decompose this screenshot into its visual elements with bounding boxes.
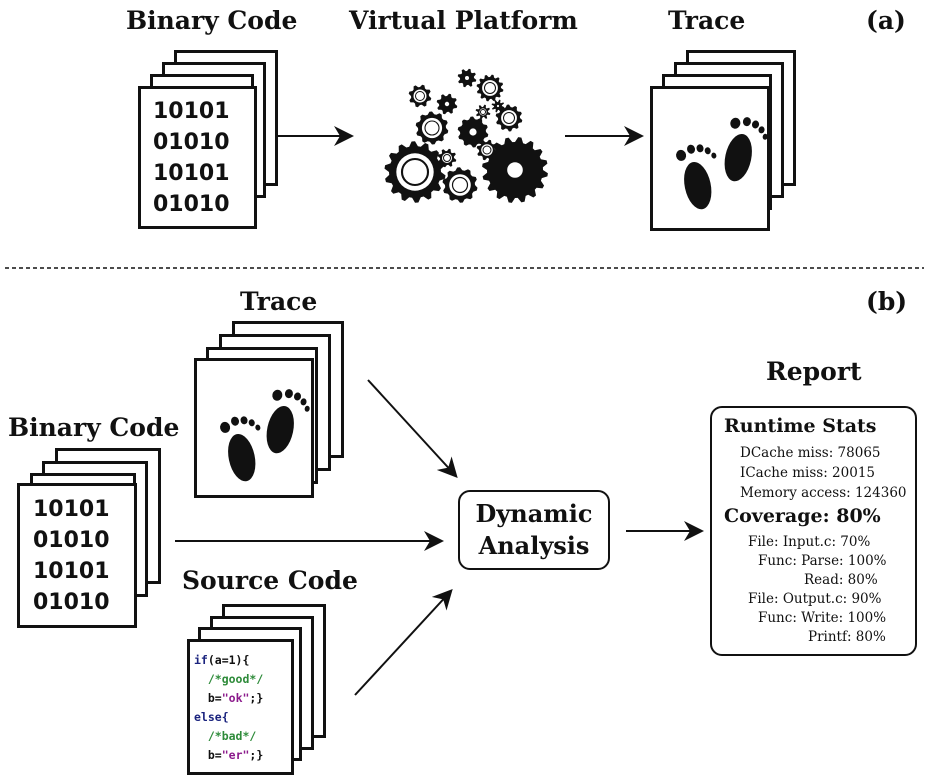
- gear-4-inner-ring: [424, 120, 440, 136]
- report-memory: Memory access: 124360: [740, 485, 907, 501]
- report-file-output: File: Output.c: 90%: [748, 591, 882, 607]
- report-func-write: Func: Write: 100%: [758, 610, 887, 626]
- report-box: Runtime Stats DCache miss: 78065 ICache …: [710, 406, 917, 656]
- source-code-text: if(a=1){ /*good*/ b="ok";} else{ /*bad*/…: [194, 651, 263, 765]
- arrow-source-to-analysis: [354, 589, 453, 696]
- gear-10-hub: [465, 76, 469, 80]
- gear-11-inner-ring: [482, 145, 492, 155]
- panel-b-trace-document: [194, 358, 314, 498]
- panel-b-trace-title: Trace: [240, 287, 318, 316]
- gear-9-inner-ring: [484, 82, 496, 94]
- dynamic-analysis-label: Dynamic Analysis: [475, 499, 593, 560]
- panel-a-footprints-icon: [674, 113, 771, 213]
- gear-7-hub: [444, 101, 450, 107]
- source-line6-end: ;}: [249, 748, 264, 762]
- gear-1-inner-ring: [400, 157, 430, 187]
- report-file-input: File: Input.c: 70%: [748, 534, 871, 550]
- report-coverage-title: Coverage: 80%: [724, 505, 881, 527]
- panel-b-binary-digits: 10101 01010 10101 01010: [33, 497, 110, 615]
- panel-a-binary-digits: 10101 01010 10101 01010: [153, 99, 230, 217]
- gear-13-hub: [496, 104, 500, 108]
- panel-a-platform-title: Virtual Platform: [349, 6, 578, 35]
- panel-b-binary-document: 10101 01010 10101 01010: [17, 483, 137, 628]
- source-line3-string: "ok": [221, 691, 250, 705]
- source-line4-rest: {: [221, 710, 229, 724]
- report-runtime-title: Runtime Stats: [724, 415, 877, 437]
- gear-3-inner-ring: [451, 176, 469, 194]
- panel-a-binary-title: Binary Code: [126, 6, 298, 35]
- source-line5-comment: /*bad*/: [207, 729, 257, 743]
- arrow-trace-to-analysis: [367, 379, 458, 478]
- gear-6-inner-ring: [503, 112, 515, 124]
- report-dcache: DCache miss: 78065: [740, 445, 881, 461]
- report-printf: Printf: 80%: [808, 629, 886, 645]
- report-func-parse: Func: Parse: 100%: [758, 553, 887, 569]
- gear-8-inner-ring: [415, 91, 425, 101]
- source-line4-keyword: else: [194, 710, 222, 724]
- virtual-platform-gears-icon: [384, 68, 548, 203]
- gear-5-hub: [469, 128, 477, 136]
- source-line3-assign: b=: [207, 691, 222, 705]
- panel-a-binary-document: 10101 01010 10101 01010: [138, 86, 257, 229]
- gear-14-inner-ring: [443, 154, 451, 162]
- panel-b-footprints-icon: [218, 385, 313, 485]
- panel-b-label: (b): [866, 287, 908, 316]
- panel-b-binary-title: Binary Code: [8, 413, 180, 442]
- report-icache: ICache miss: 20015: [740, 465, 876, 481]
- source-line6-assign: b=: [207, 748, 222, 762]
- panel-b-source-document: if(a=1){ /*good*/ b="ok";} else{ /*bad*/…: [187, 639, 294, 775]
- panel-a-label: (a): [866, 6, 906, 35]
- gear-12-inner-ring: [480, 109, 486, 115]
- panel-b-report-title: Report: [766, 357, 862, 386]
- source-line1-keyword: if: [194, 653, 208, 667]
- report-read: Read: 80%: [804, 572, 878, 588]
- gear-2-hub: [507, 162, 523, 178]
- source-line2-comment: /*good*/: [207, 672, 264, 686]
- source-line3-end: ;}: [249, 691, 264, 705]
- source-line6-string: "er": [221, 748, 250, 762]
- dynamic-analysis-box: Dynamic Analysis: [458, 490, 610, 570]
- source-line1-rest: (a=1){: [207, 653, 250, 667]
- panel-a-trace-title: Trace: [668, 6, 746, 35]
- panel-b-source-title: Source Code: [182, 566, 358, 595]
